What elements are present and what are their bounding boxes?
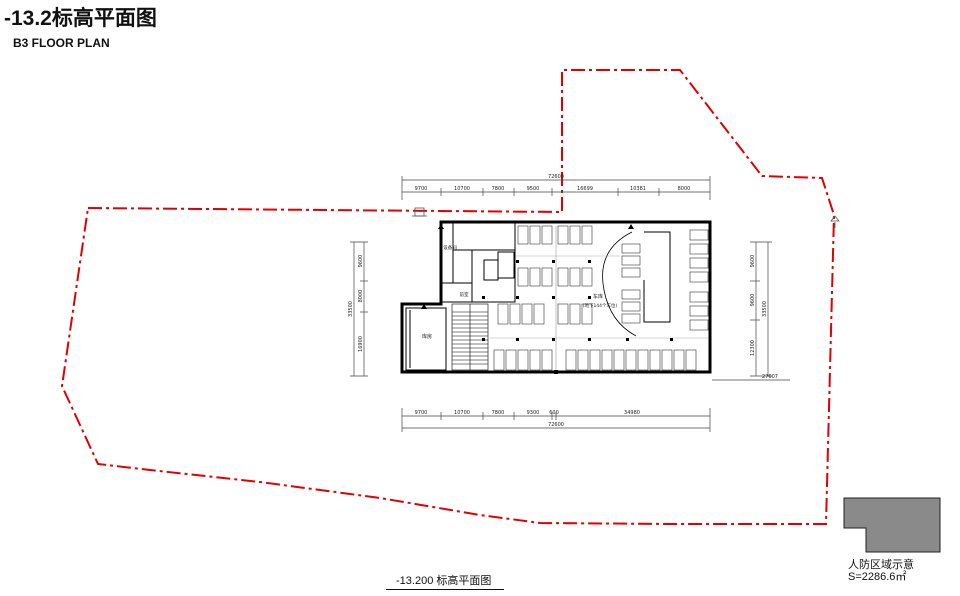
legend-swatch [843, 497, 941, 553]
dim-left-seg-3: 16900 [358, 336, 364, 352]
dim-bottom-seg-1: 9700 [415, 410, 428, 416]
dim-top-seg-2: 10700 [454, 186, 470, 192]
caption-underline [386, 589, 504, 590]
dim-top-seg-5: 16699 [577, 186, 593, 192]
dim-top-total: 72600 [548, 174, 564, 180]
ramp [451, 303, 489, 371]
dim-top-seg-3: 7800 [492, 186, 505, 192]
parking-stalls [493, 225, 709, 371]
dim-right-total: 33500 [762, 301, 768, 317]
page-subtitle: B3 FLOOR PLAN [13, 36, 110, 50]
dim-right-seg-2: 9600 [750, 294, 756, 307]
dim-bottom-seg-4: 9300 [527, 410, 540, 416]
room-label-garage-sub: (地下144个车位) [583, 302, 618, 309]
structural-columns [482, 260, 673, 374]
dim-bottom-total: 72600 [548, 422, 564, 428]
dim-bottom-seg-6: 34980 [624, 410, 640, 416]
page-title: -13.2标高平面图 [4, 7, 157, 30]
drawing-caption: -13.200 标高平面图 [396, 575, 492, 587]
room-label-garage: 车库 [593, 293, 603, 300]
dim-right-seg-3: 12300 [750, 340, 756, 356]
bottom-dimension-lines [401, 408, 711, 432]
dim-top-seg-1: 9700 [415, 186, 428, 192]
dim-bottom-seg-3: 7800 [492, 410, 505, 416]
site-boundary [60, 69, 836, 525]
dim-left-total: 33500 [348, 301, 354, 317]
dim-left-seg-2: 8000 [358, 290, 364, 303]
dim-right-offset: 27607 [762, 374, 778, 380]
building-outline [400, 220, 712, 374]
entrance-markers [421, 224, 634, 309]
core-rooms [440, 221, 516, 303]
dim-top-seg-6: 10381 [630, 186, 646, 192]
legend-label: 人防区域示意 [848, 559, 914, 571]
room-label-top: 设备间 [443, 244, 457, 251]
survey-mark-right [830, 215, 840, 228]
top-dimension-lines [401, 176, 711, 200]
left-dimension-lines [350, 241, 368, 377]
dim-top-seg-4: 9500 [527, 186, 540, 192]
right-dimension-lines [712, 241, 790, 381]
dim-top-seg-7: 8000 [678, 186, 691, 192]
dim-bottom-seg-5: 600 [549, 410, 559, 416]
survey-mark-left [412, 207, 427, 217]
room-label-left: 库房 [422, 333, 432, 340]
dim-left-seg-1: 9600 [358, 255, 364, 268]
room-label-core: 前室 [460, 291, 469, 298]
dim-bottom-seg-2: 10700 [454, 410, 470, 416]
legend-area: S=2286.6㎡ [848, 571, 907, 583]
dim-right-seg-1: 9600 [750, 255, 756, 268]
